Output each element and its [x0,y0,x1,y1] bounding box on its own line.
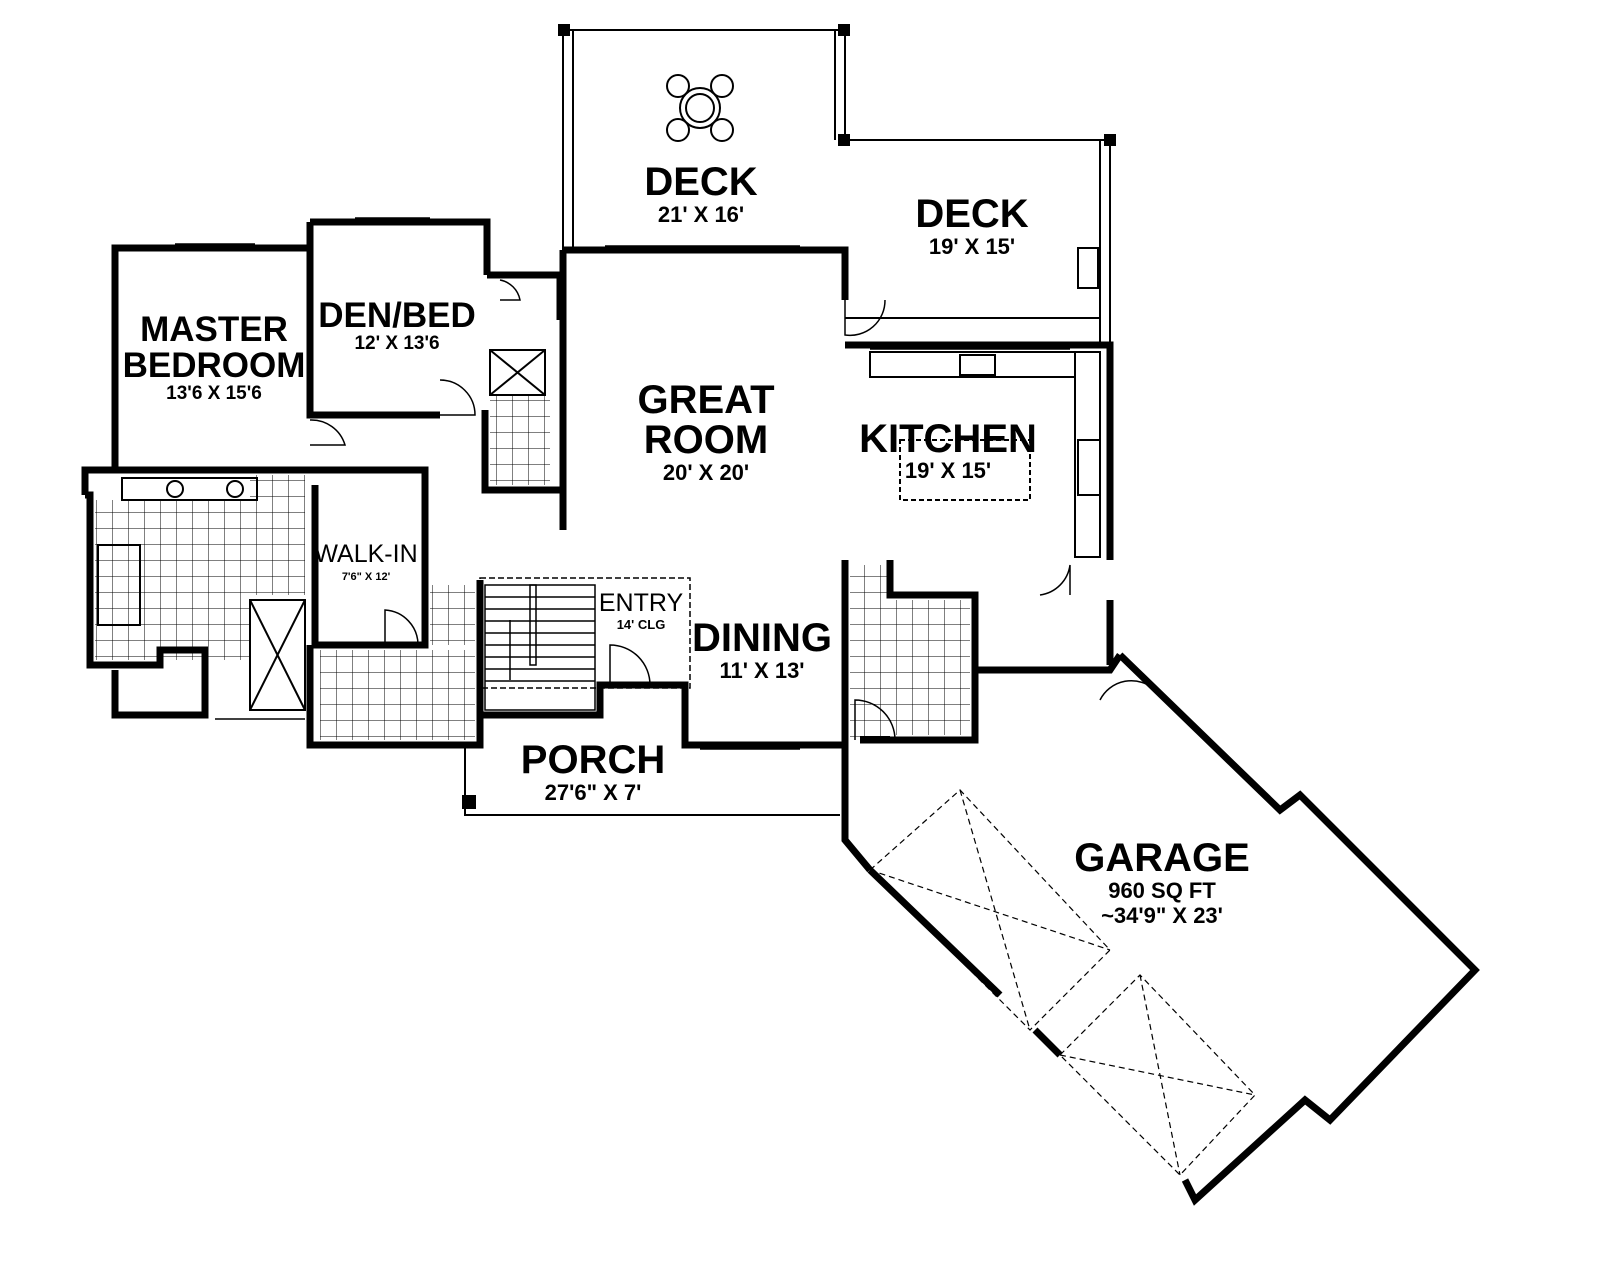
patio-table-icon [666,74,734,142]
deck-1-dims: 21' X 16' [657,202,745,227]
walk-in-label: WALK-IN [314,540,418,568]
fixtures [97,247,1101,711]
kitchen-label: KITCHEN [859,417,1037,461]
deck-2-label: DECK [915,192,1029,236]
den-dims: 12' X 13'6 [354,333,440,354]
garage-label: GARAGE [1074,836,1250,880]
entry-ceiling: 14' CLG [616,617,666,632]
deck-outlines [562,29,1111,345]
vanity [121,477,258,501]
deck-1-label: DECK [644,160,758,204]
master-label-1: MASTER [140,310,288,349]
garage-doors [869,789,1256,1176]
dining-dims: 11' X 13' [719,658,805,683]
master-dims: 13'6 X 15'6 [166,383,262,404]
bathtub [97,544,141,626]
range [1077,439,1101,496]
master-label-2: BEDROOM [122,346,306,385]
walls [81,218,1480,1206]
grill [1077,247,1099,289]
porch-outline [464,745,840,816]
tile-floors [95,395,970,740]
great-room-label-2: ROOM [643,418,769,462]
garage-area: 960 SQ FT [1108,878,1216,903]
porch-dims: 27'6" X 7' [544,780,642,805]
porch-label: PORCH [520,738,666,782]
doors [309,279,1156,741]
windows [175,217,1070,750]
stairs [479,577,691,711]
great-room-dims: 20' X 20' [662,460,750,485]
dining-label: DINING [692,616,832,660]
shower [249,599,306,711]
kitchen-dims: 19' X 15' [904,458,992,483]
shower-small [489,349,546,396]
deck-2-dims: 19' X 15' [928,234,1016,259]
entry-label: ENTRY [598,589,684,617]
den-label: DEN/BED [318,296,476,335]
great-room-label-1: GREAT [637,378,775,422]
sink [959,354,996,376]
garage-dims: ~34'9" X 23' [1101,903,1223,928]
walk-in-dims: 7'6" X 12' [341,571,391,583]
